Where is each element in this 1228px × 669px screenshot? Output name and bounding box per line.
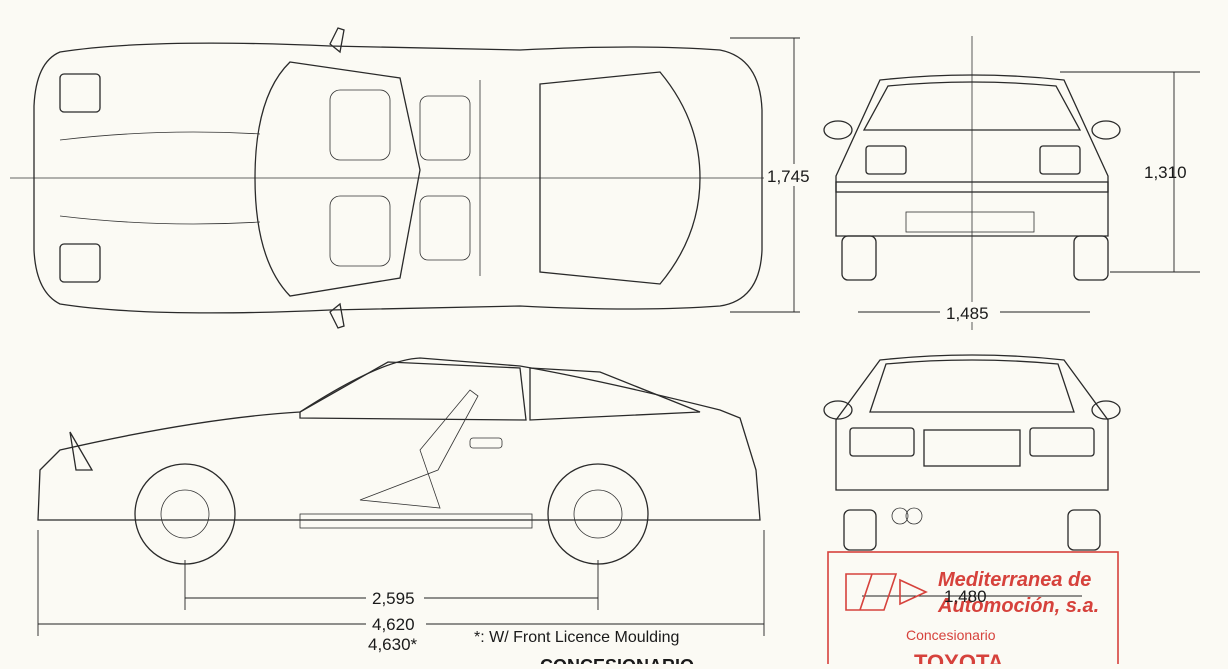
taillamp-left (849, 427, 915, 457)
footnote-text: *: W/ Front Licence Moulding (474, 629, 679, 646)
side-view: 2,595 4,620 4,630* *: W/ Front Licence M… (37, 357, 765, 669)
front-body (835, 74, 1109, 237)
taillamp-right (1029, 427, 1095, 457)
front-mirror-right (1091, 120, 1121, 140)
front-tire-left (841, 235, 877, 281)
hood-line-2 (59, 215, 261, 225)
side-window-rear (529, 367, 701, 421)
front-seat-top-1 (329, 89, 391, 161)
dim-label-height: 1,310 (1144, 163, 1187, 182)
rear-seat-top-1 (419, 95, 471, 161)
headlamp-popup-side (69, 431, 94, 471)
driver-seat-side (359, 389, 479, 509)
rear-view (823, 354, 1121, 597)
rear-wheel (547, 463, 649, 565)
dim-label-rear-track: 1,480 (944, 587, 987, 606)
mirror-top-right (329, 302, 345, 329)
rear-wheel-hub (573, 489, 623, 539)
front-wheel (134, 463, 236, 565)
dealer-stamp: Mediterranea de Automoción, s.a. Concesi… (827, 551, 1119, 669)
front-bumper-strip (835, 181, 1109, 193)
front-windshield (862, 81, 1082, 131)
dim-label-length-alt: 4,630* (368, 635, 418, 654)
windshield-outline (254, 61, 421, 297)
side-window-front (299, 361, 527, 421)
rear-window-outline (539, 71, 701, 285)
dim-label-front-track: 1,485 (946, 304, 989, 323)
side-sill (299, 513, 533, 529)
dim-label-length-bg (366, 614, 426, 634)
top-view: 1,745 (10, 27, 822, 329)
dim-label-length: 4,620 (372, 615, 415, 634)
rear-seat-top-2 (419, 195, 471, 261)
stamp-company-line1: Mediterranea de (938, 569, 1091, 591)
front-tire-right (1073, 235, 1109, 281)
rear-mirror-left (823, 400, 853, 420)
headlamp-right-top (59, 243, 101, 283)
rear-tire-left (843, 509, 877, 551)
stamp-border (827, 551, 1119, 669)
rear-body (835, 354, 1109, 491)
front-mirror-left (823, 120, 853, 140)
side-body (37, 357, 761, 521)
exhaust-2 (905, 507, 923, 525)
front-seat-top-2 (329, 195, 391, 267)
dim-label-wheelbase: 2,595 (372, 589, 415, 608)
front-wheel-hub (160, 489, 210, 539)
hood-line-1 (59, 131, 261, 141)
stamp-brand: TOYOTA (914, 650, 1004, 664)
front-grille (905, 211, 1035, 233)
exhaust-1 (891, 507, 909, 525)
bottom-partial-text: CONCESIONARIO (540, 656, 694, 664)
front-headlamp-left (865, 145, 907, 175)
front-view: 1,310 1,485 (823, 36, 1200, 330)
rear-window (869, 359, 1075, 413)
stamp-logo (845, 573, 928, 611)
rear-mirror-right (1091, 400, 1121, 420)
front-headlamp-right (1039, 145, 1081, 175)
dim-label-wheelbase-bg (366, 588, 424, 608)
dim-label-front-track-bg (940, 302, 1000, 322)
stamp-subtitle: Concesionario (906, 627, 996, 643)
dim-label-width: 1,745 (767, 167, 810, 186)
mirror-top-left (329, 27, 345, 54)
door-handle-side (469, 437, 503, 449)
rear-tire-right (1067, 509, 1101, 551)
licence-plate-rear (923, 429, 1021, 467)
top-view-body-outline (33, 42, 763, 314)
stamp-company-line2: Automoción, s.a. (937, 595, 1099, 617)
dim-label-bg (764, 164, 822, 186)
headlamp-left-top (59, 73, 101, 113)
